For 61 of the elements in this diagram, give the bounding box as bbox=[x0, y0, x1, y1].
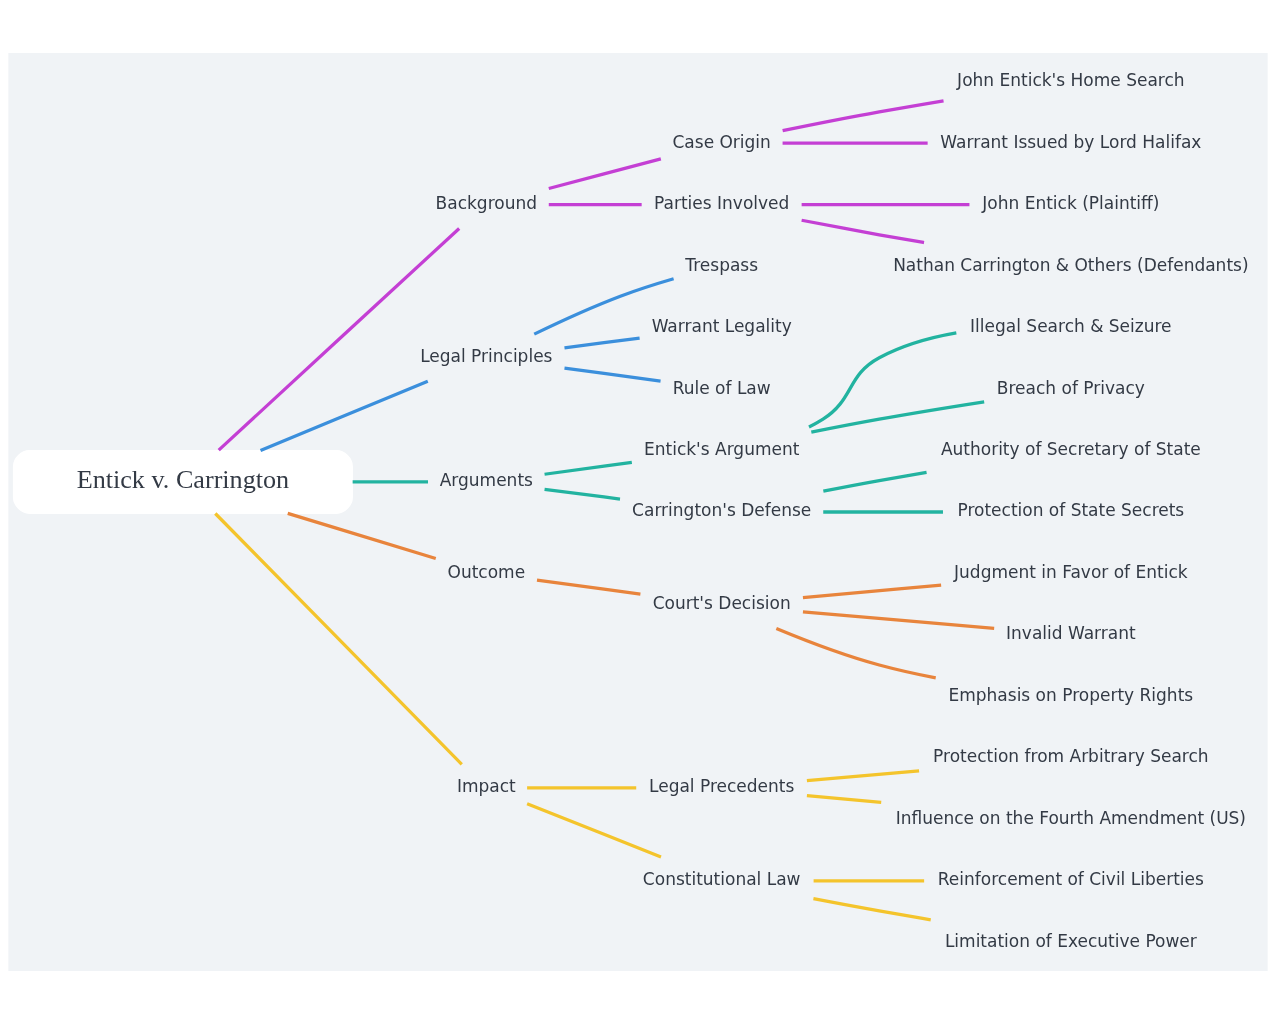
node-text: Constitutional Law bbox=[642, 868, 801, 889]
connector bbox=[782, 98, 944, 132]
node-text: Invalid Warrant bbox=[1006, 622, 1136, 643]
connector bbox=[806, 768, 920, 782]
connector bbox=[564, 365, 661, 383]
connector bbox=[548, 202, 642, 206]
node-text: Protection of State Secrets bbox=[957, 499, 1185, 520]
node-text: Carrington's Defense bbox=[632, 499, 812, 520]
node-text: Nathan Carrington & Others (Defendants) bbox=[893, 254, 1249, 275]
connector bbox=[823, 470, 927, 493]
node-text: Influence on the Fourth Amendment (US) bbox=[895, 807, 1247, 828]
node-text: Arguments bbox=[439, 469, 533, 490]
connector bbox=[806, 793, 882, 804]
node-text: Court's Decision bbox=[652, 592, 791, 613]
connector bbox=[775, 626, 937, 679]
node-text: Legal Principles bbox=[420, 345, 553, 366]
connector bbox=[352, 479, 428, 484]
node-text: Limitation of Executive Power bbox=[944, 930, 1197, 951]
node-text: Warrant Issued by Lord Halifax bbox=[940, 131, 1202, 152]
connector bbox=[811, 399, 985, 434]
node-text: Protection from Arbitrary Search bbox=[933, 745, 1209, 766]
node-text: Rule of Law bbox=[672, 377, 771, 398]
connector bbox=[544, 487, 621, 501]
connector bbox=[801, 202, 970, 206]
connector bbox=[548, 156, 662, 190]
node-text: Warrant Legality bbox=[651, 315, 792, 336]
connector bbox=[527, 785, 637, 790]
node-text: Reinforcement of Civil Liberties bbox=[937, 868, 1204, 889]
node-text: Background bbox=[435, 192, 538, 213]
node-text: Outcome bbox=[447, 561, 526, 582]
connector bbox=[536, 578, 641, 596]
connector bbox=[813, 878, 925, 882]
node-text: Illegal Search & Seizure bbox=[970, 315, 1172, 336]
connector bbox=[526, 801, 662, 859]
connector bbox=[802, 582, 942, 599]
connector bbox=[823, 509, 943, 514]
node-text: Legal Precedents bbox=[649, 775, 795, 796]
connector bbox=[802, 609, 995, 630]
connector bbox=[287, 511, 437, 560]
connector bbox=[564, 335, 640, 349]
node-text: Entick's Argument bbox=[644, 438, 800, 459]
connector bbox=[813, 896, 931, 921]
connector bbox=[214, 511, 463, 765]
connector bbox=[808, 330, 957, 428]
node-text: Impact bbox=[456, 775, 516, 796]
connector bbox=[544, 460, 633, 476]
connector bbox=[533, 276, 675, 336]
node-text: Breach of Privacy bbox=[996, 377, 1145, 398]
node-text: Trespass bbox=[685, 254, 759, 275]
node-text: John Entick's Home Search bbox=[957, 69, 1185, 90]
connector bbox=[801, 218, 925, 244]
connector bbox=[259, 379, 429, 452]
node-text: Emphasis on Property Rights bbox=[948, 684, 1194, 705]
connector bbox=[782, 141, 928, 145]
node-text: Case Origin bbox=[672, 131, 771, 152]
node-text: Parties Involved bbox=[654, 192, 790, 213]
node-text: Judgment in Favor of Entick bbox=[954, 561, 1188, 582]
node-text: Authority of Secretary of State bbox=[940, 438, 1201, 459]
node-text: John Entick (Plaintiff) bbox=[982, 192, 1160, 213]
node-box: Entick v. Carrington bbox=[12, 449, 353, 514]
connector bbox=[217, 226, 461, 451]
